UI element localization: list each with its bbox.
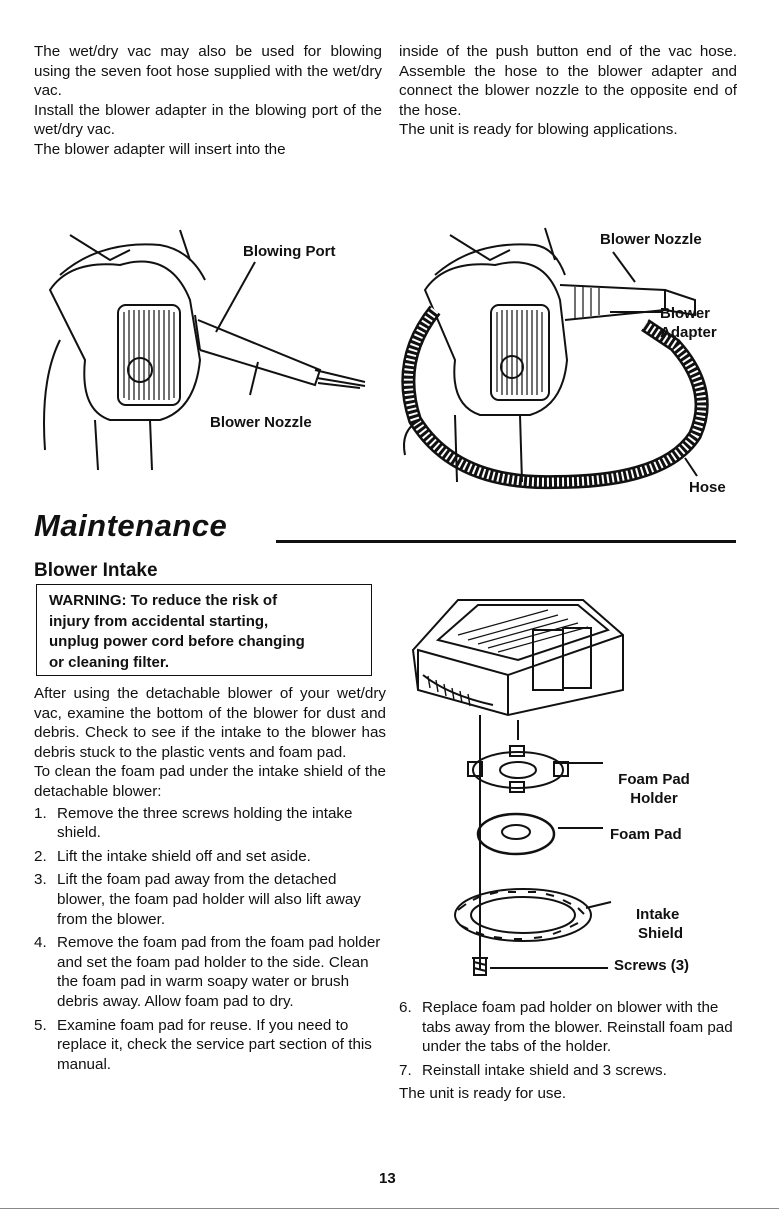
intro-paragraph: After using the detachable blower of you… bbox=[34, 685, 386, 761]
intro-paragraph: The blower adapter will insert into the bbox=[34, 140, 286, 158]
list-item: 7. Reinstall intake shield and 3 screws. bbox=[399, 1061, 739, 1081]
label-foam-pad: Foam Pad bbox=[610, 826, 682, 843]
step-number: 5. bbox=[34, 1016, 47, 1034]
intro-paragraph: Install the blower adapter in the blowin… bbox=[34, 101, 382, 139]
step-number: 4. bbox=[34, 934, 47, 952]
label-intake-shield-line2: Shield bbox=[638, 925, 684, 942]
warning-line: unplug power cord before changing bbox=[49, 633, 305, 650]
steps-list-right: 6. Replace foam pad holder on blower with… bbox=[399, 998, 739, 1080]
label-blowing-port: Blowing Port bbox=[243, 243, 336, 260]
steps-list-left: 1. Remove the three screws holding the in… bbox=[34, 804, 386, 1075]
label-intake-shield: Intake Shield bbox=[636, 905, 683, 943]
label-intake-shield-line1: Intake bbox=[636, 906, 680, 923]
warning-line: injury from accidental starting, bbox=[49, 612, 269, 630]
step-text: Replace foam pad holder on blower with t… bbox=[422, 999, 733, 1056]
intro-left-column: The wet/dry vac may also be used for blo… bbox=[34, 42, 382, 160]
blower-nozzle-illustration bbox=[43, 229, 366, 471]
label-screws: Screws (3) bbox=[614, 957, 690, 974]
list-item: 5. Examine foam pad for reuse. If you nee… bbox=[34, 1016, 386, 1075]
bottom-rule bbox=[0, 1208, 779, 1209]
blower-hose-illustration bbox=[401, 227, 709, 490]
warning-line: or cleaning filter. bbox=[49, 653, 170, 671]
section-subtitle: Blower Intake bbox=[34, 560, 158, 581]
title-rule bbox=[276, 540, 736, 543]
label-blower-adapter: Blower Adapter bbox=[660, 304, 717, 342]
step-number: 2. bbox=[34, 847, 47, 865]
intro-paragraph: To clean the foam pad under the intake s… bbox=[34, 763, 386, 800]
intro-paragraph: inside of the push button end of the vac… bbox=[399, 43, 737, 119]
step-number: 1. bbox=[34, 804, 47, 822]
step-text: Lift the foam pad away from the detached… bbox=[57, 871, 361, 928]
label-foam-pad-holder: Foam Pad Holder bbox=[609, 770, 699, 808]
intro-paragraph: The wet/dry vac may also be used for blo… bbox=[34, 43, 382, 100]
label-hose: Hose bbox=[689, 479, 726, 496]
maintenance-left-column: After using the detachable blower of you… bbox=[34, 684, 386, 1078]
list-item: 1. Remove the three screws holding the in… bbox=[34, 804, 386, 843]
step-text: Examine foam pad for reuse. If you need … bbox=[57, 1016, 372, 1073]
warning-line: WARNING: To reduce the risk of bbox=[49, 592, 278, 609]
label-foam-pad-holder-line2: Holder bbox=[630, 790, 678, 807]
label-blower-adapter-line2: Adapter bbox=[660, 324, 717, 341]
closing-text: The unit is ready for use. bbox=[399, 1085, 567, 1103]
label-blower-nozzle-right: Blower Nozzle bbox=[600, 231, 702, 248]
step-text: Remove the foam pad from the foam pad ho… bbox=[57, 934, 381, 1010]
label-blower-adapter-line1: Blower bbox=[660, 305, 711, 322]
intro-paragraph: The unit is ready for blowing applicatio… bbox=[399, 121, 678, 139]
list-item: 3. Lift the foam pad away from the detach… bbox=[34, 870, 386, 929]
label-blower-nozzle-left: Blower Nozzle bbox=[210, 414, 312, 431]
page-number: 13 bbox=[379, 1170, 396, 1187]
label-foam-pad-holder-line1: Foam Pad bbox=[618, 771, 690, 788]
step-text: Lift the intake shield off and set aside… bbox=[57, 847, 311, 865]
list-item: 6. Replace foam pad holder on blower with… bbox=[399, 998, 739, 1057]
step-number: 3. bbox=[34, 871, 47, 889]
intro-right-column: inside of the push button end of the vac… bbox=[399, 42, 737, 140]
intake-parts-illustration bbox=[411, 599, 624, 976]
list-item: 2. Lift the intake shield off and set asi… bbox=[34, 847, 386, 867]
maintenance-right-column: 6. Replace foam pad holder on blower with… bbox=[399, 998, 739, 1104]
step-text: Remove the three screws holding the inta… bbox=[57, 804, 353, 842]
step-text: Reinstall intake shield and 3 screws. bbox=[422, 1061, 667, 1079]
step-number: 6. bbox=[399, 999, 412, 1016]
step-number: 7. bbox=[399, 1061, 412, 1079]
warning-box: WARNING: To reduce the risk of injury fr… bbox=[36, 584, 372, 676]
section-title: Maintenance bbox=[34, 508, 228, 543]
list-item: 4. Remove the foam pad from the foam pad … bbox=[34, 933, 386, 1011]
